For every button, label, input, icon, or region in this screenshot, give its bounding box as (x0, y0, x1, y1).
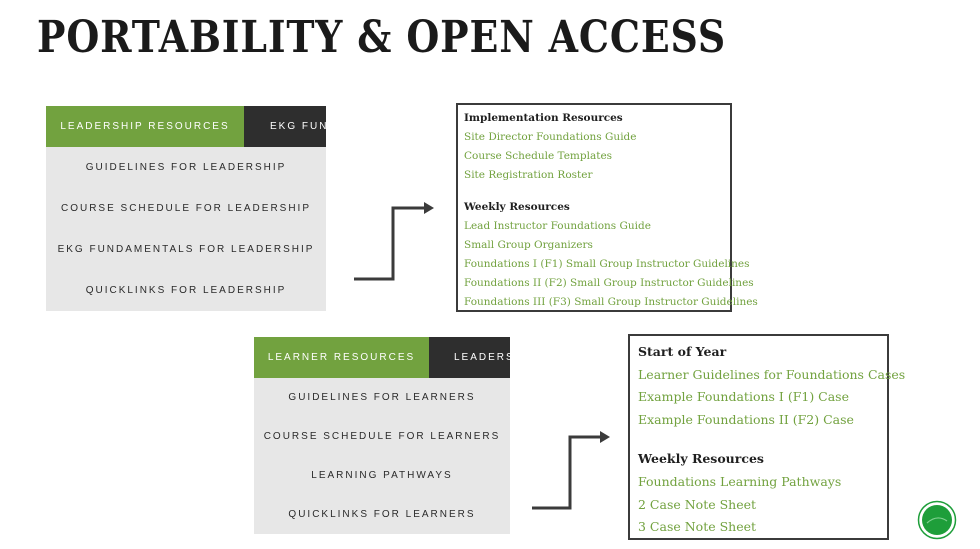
menu-item-quicklinks-for-leadership[interactable]: QUICKLINKS FOR LEADERSHIP (85, 285, 287, 296)
leadership-menu-tabs: LEADERSHIP RESOURCES EKG FUNDAMENTALS (46, 106, 326, 147)
leadership-resources-menu: LEADERSHIP RESOURCES EKG FUNDAMENTALS GU… (46, 106, 326, 311)
f2-small-group-instructor-guidelines-link[interactable]: Foundations II (F2) Small Group Instruct… (464, 277, 754, 289)
implementation-resources-heading: Implementation Resources (464, 112, 623, 124)
f1-small-group-instructor-guidelines-link[interactable]: Foundations I (F1) Small Group Instructo… (464, 258, 750, 270)
leadership-resources-box: Implementation Resources Site Director F… (456, 103, 758, 312)
menu-item-guidelines-for-learners[interactable]: GUIDELINES FOR LEARNERS (288, 392, 476, 403)
learner-resources-menu: LEARNER RESOURCES LEADERSHIP GUIDELINES … (254, 337, 510, 534)
site-registration-roster-link[interactable]: Site Registration Roster (464, 169, 593, 181)
menu-item-course-schedule-for-leadership[interactable]: COURSE SCHEDULE FOR LEADERSHIP (60, 203, 312, 214)
learner-resources-box: Start of Year Learner Guidelines for Fou… (628, 334, 906, 540)
example-f1-case-link[interactable]: Example Foundations I (F1) Case (638, 389, 849, 405)
f3-small-group-instructor-guidelines-link[interactable]: Foundations III (F3) Small Group Instruc… (464, 296, 758, 308)
tab-leadership-resources[interactable]: LEADERSHIP RESOURCES (46, 106, 244, 147)
site-director-foundations-guide-link[interactable]: Site Director Foundations Guide (464, 131, 637, 143)
tab-leadership[interactable]: LEADERSHIP (429, 337, 510, 378)
weekly-resources-heading: Weekly Resources (638, 451, 764, 467)
learner-guidelines-link[interactable]: Learner Guidelines for Foundations Cases (638, 366, 906, 382)
green-circle-logo-icon (917, 500, 957, 540)
2-case-note-sheet-link[interactable]: 2 Case Note Sheet (638, 496, 757, 512)
foundations-learning-pathways-link[interactable]: Foundations Learning Pathways (638, 473, 842, 489)
lead-instructor-foundations-guide-link[interactable]: Lead Instructor Foundations Guide (464, 220, 651, 232)
example-f2-case-link[interactable]: Example Foundations II (F2) Case (638, 411, 854, 427)
menu-item-ekg-fundamentals-for-leadership[interactable]: EKG FUNDAMENTALS FOR LEADERSHIP (57, 244, 315, 255)
tab-learner-resources[interactable]: LEARNER RESOURCES (254, 337, 429, 378)
menu-item-course-schedule-for-learners[interactable]: COURSE SCHEDULE FOR LEARNERS (263, 431, 501, 442)
tab-ekg-fundamentals[interactable]: EKG FUNDAMENTALS (244, 106, 326, 147)
small-group-organizers-link[interactable]: Small Group Organizers (464, 239, 593, 251)
menu-item-quicklinks-for-learners[interactable]: QUICKLINKS FOR LEARNERS (288, 509, 476, 520)
menu-item-guidelines-for-leadership[interactable]: GUIDELINES FOR LEADERSHIP (85, 162, 287, 173)
course-schedule-templates-link[interactable]: Course Schedule Templates (464, 150, 613, 162)
slide-title: PORTABILITY & OPEN ACCESS (37, 12, 727, 63)
start-of-year-heading: Start of Year (638, 344, 727, 359)
arrow-right-icon (532, 431, 610, 510)
menu-item-learning-pathways[interactable]: LEARNING PATHWAYS (311, 470, 453, 481)
weekly-resources-heading: Weekly Resources (464, 201, 570, 213)
arrow-right-icon (354, 202, 434, 281)
learner-menu-tabs: LEARNER RESOURCES LEADERSHIP (254, 337, 510, 378)
3-case-note-sheet-link[interactable]: 3 Case Note Sheet (638, 519, 757, 535)
